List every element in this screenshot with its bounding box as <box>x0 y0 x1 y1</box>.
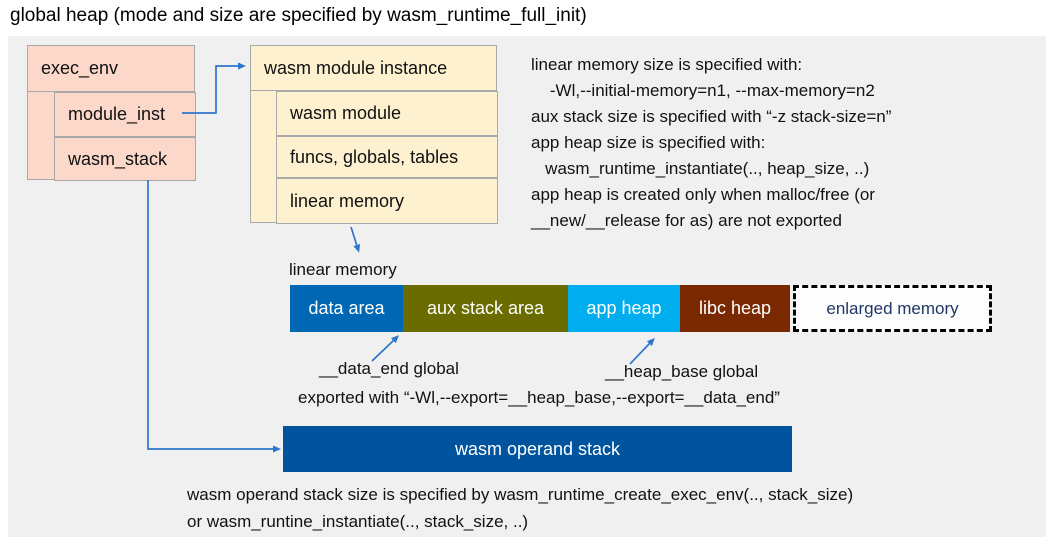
exec-env-item-module-inst: module_inst <box>54 92 196 137</box>
wasm-operand-stack-bar: wasm operand stack <box>283 426 792 472</box>
segment-app-heap: app heap <box>568 285 680 332</box>
module-instance-item-linear-memory: linear memory <box>276 178 498 224</box>
exec-env-box: exec_env module_inst wasm_stack <box>27 45 196 181</box>
module-instance-box: wasm module instance wasm module funcs, … <box>250 45 498 224</box>
data-end-global-label: __data_end global <box>319 359 459 378</box>
page-title: global heap (mode and size are specified… <box>10 5 587 26</box>
operand-stack-notes: wasm operand stack size is specified by … <box>187 481 853 535</box>
linear-memory-notes: linear memory size is specified with: -W… <box>531 52 891 234</box>
note-line: aux stack size is specified with “-z sta… <box>531 107 892 126</box>
note-line: -Wl,--initial-memory=n1, --max-memory=n2 <box>531 81 875 100</box>
note-line: linear memory size is specified with: <box>531 55 803 74</box>
module-instance-item-wasm-module: wasm module <box>276 91 498 136</box>
exec-env-item-wasm-stack: wasm_stack <box>54 137 196 181</box>
module-instance-item-funcs-globals-tables: funcs, globals, tables <box>276 136 498 178</box>
module-instance-title: wasm module instance <box>251 46 496 91</box>
segment-aux-stack-area: aux stack area <box>403 285 568 332</box>
exported-with-label: exported with “-Wl,--export=__heap_base,… <box>298 388 780 407</box>
segment-libc-heap: libc heap <box>680 285 790 332</box>
footer-line: wasm operand stack size is specified by … <box>187 485 854 504</box>
footer-line: or wasm_runtine_instantiate(.., stack_si… <box>187 512 529 531</box>
note-line: wasm_runtime_instantiate(.., heap_size, … <box>531 159 870 178</box>
segment-enlarged-memory: enlarged memory <box>793 285 992 332</box>
note-line: app heap is created only when malloc/fre… <box>531 185 875 204</box>
linear-memory-label: linear memory <box>289 260 397 279</box>
heap-base-global-label: __heap_base global <box>605 362 759 381</box>
note-line: __new/__release for as) are not exported <box>531 211 842 230</box>
exec-env-title: exec_env <box>28 46 194 92</box>
segment-data-area: data area <box>290 285 403 332</box>
note-line: app heap size is specified with: <box>531 133 766 152</box>
